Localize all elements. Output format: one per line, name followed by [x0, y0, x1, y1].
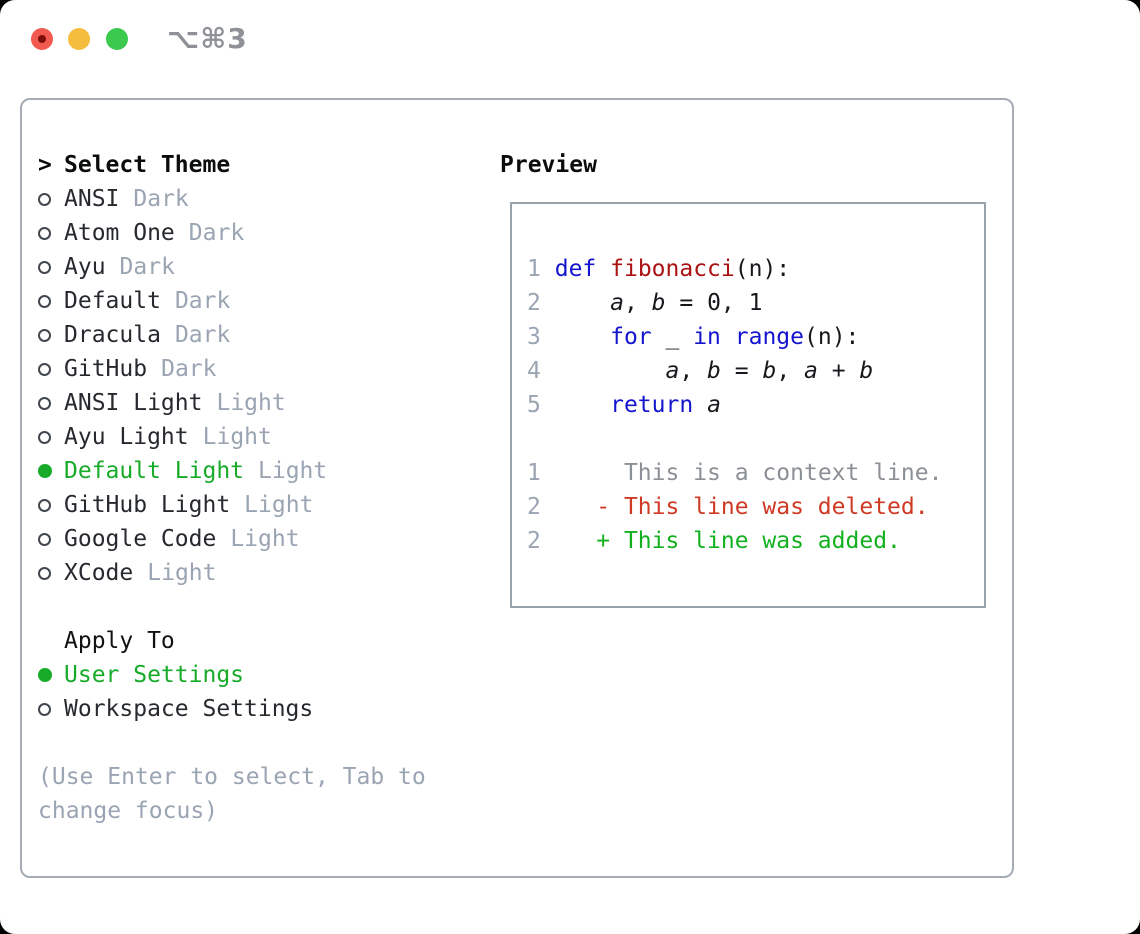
close-button[interactable] — [31, 28, 53, 50]
theme-variant: Dark — [188, 220, 245, 246]
radio-icon — [38, 430, 51, 444]
unsaved-dot-icon — [38, 35, 46, 43]
theme-variant: Light — [216, 390, 286, 416]
theme-name: ANSI — [64, 186, 120, 212]
theme-variant: Dark — [119, 254, 175, 280]
selection-arrow-icon: > — [38, 152, 52, 178]
theme-name: Atom One — [64, 220, 175, 246]
code-line: 5 return a — [527, 392, 721, 418]
apply-option[interactable]: User Settings — [38, 658, 313, 692]
radio-icon — [38, 294, 51, 308]
radio-icon — [38, 362, 51, 376]
theme-variant: Dark — [161, 356, 217, 382]
radio-icon — [38, 396, 51, 410]
code-line: 2 a, b = 0, 1 — [527, 290, 763, 316]
theme-variant: Light — [202, 424, 272, 450]
theme-name: Google Code — [64, 526, 217, 552]
theme-name: Ayu Light — [64, 424, 189, 450]
hint-text: (Use Enter to select, Tab to change focu… — [38, 764, 426, 824]
main-panel — [20, 98, 1014, 878]
theme-name: Default Light — [64, 458, 245, 484]
radio-icon — [38, 702, 51, 716]
apply-to-header-row: Apply To — [38, 624, 313, 658]
theme-variant: Light — [244, 492, 314, 518]
theme-option[interactable]: Google Code Light — [38, 522, 327, 556]
theme-variant: Light — [230, 526, 300, 552]
theme-variant: Light — [147, 560, 217, 586]
theme-name: XCode — [64, 560, 134, 586]
preview-title: Preview — [500, 152, 597, 178]
apply-to-title: Apply To — [64, 628, 175, 654]
theme-name: GitHub — [64, 356, 148, 382]
code-line — [527, 422, 942, 456]
select-theme-title: Select Theme — [64, 152, 231, 178]
theme-option[interactable]: XCode Light — [38, 556, 327, 590]
theme-name: ANSI Light — [64, 390, 203, 416]
preview-code: 1 def fibonacci(n): 2 a, b = 0, 1 3 for _ … — [527, 252, 942, 558]
theme-option[interactable]: Default Light Light — [38, 454, 327, 488]
radio-selected-icon — [38, 668, 52, 682]
theme-option[interactable]: Atom One Dark — [38, 216, 327, 250]
minimize-button[interactable] — [68, 28, 90, 50]
theme-option[interactable]: ANSI Dark — [38, 182, 327, 216]
preview-box — [510, 202, 986, 608]
radio-selected-icon — [38, 464, 52, 478]
theme-name: Ayu — [64, 254, 106, 280]
radio-icon — [38, 566, 51, 580]
theme-variant: Dark — [174, 288, 231, 314]
theme-option[interactable]: GitHub Dark — [38, 352, 327, 386]
select-theme-header-row: > Select Theme — [38, 148, 327, 182]
apply-option-label: User Settings — [64, 662, 245, 688]
theme-option[interactable]: Dracula Dark — [38, 318, 327, 352]
theme-name: GitHub Light — [64, 492, 231, 518]
theme-option[interactable]: Default Dark — [38, 284, 327, 318]
theme-option[interactable]: Ayu Dark — [38, 250, 327, 284]
radio-icon — [38, 498, 51, 512]
radio-icon — [38, 328, 51, 342]
radio-icon — [38, 532, 51, 546]
code-line: 1 This is a context line. — [527, 460, 943, 486]
radio-icon — [38, 260, 51, 274]
theme-option[interactable]: ANSI Light Light — [38, 386, 327, 420]
radio-icon — [38, 226, 51, 240]
apply-option-label: Workspace Settings — [64, 696, 314, 722]
theme-variant: Dark — [133, 186, 189, 212]
theme-variant: Light — [258, 458, 328, 484]
window-title: ⌥⌘3 — [167, 22, 248, 55]
code-line: 2 - This line was deleted. — [527, 494, 929, 520]
code-line: 3 for _ in range(n): — [527, 324, 860, 350]
theme-option[interactable]: Ayu Light Light — [38, 420, 327, 454]
code-line: 2 + This line was added. — [527, 528, 901, 554]
maximize-button[interactable] — [106, 28, 128, 50]
radio-icon — [38, 192, 51, 206]
theme-option[interactable]: GitHub Light Light — [38, 488, 327, 522]
theme-name: Dracula — [64, 322, 161, 348]
theme-name: Default — [64, 288, 161, 314]
code-line: 4 a, b = b, a + b — [527, 358, 874, 384]
code-line: 1 def fibonacci(n): — [527, 256, 791, 282]
theme-variant: Dark — [174, 322, 231, 348]
apply-option[interactable]: Workspace Settings — [38, 692, 313, 726]
